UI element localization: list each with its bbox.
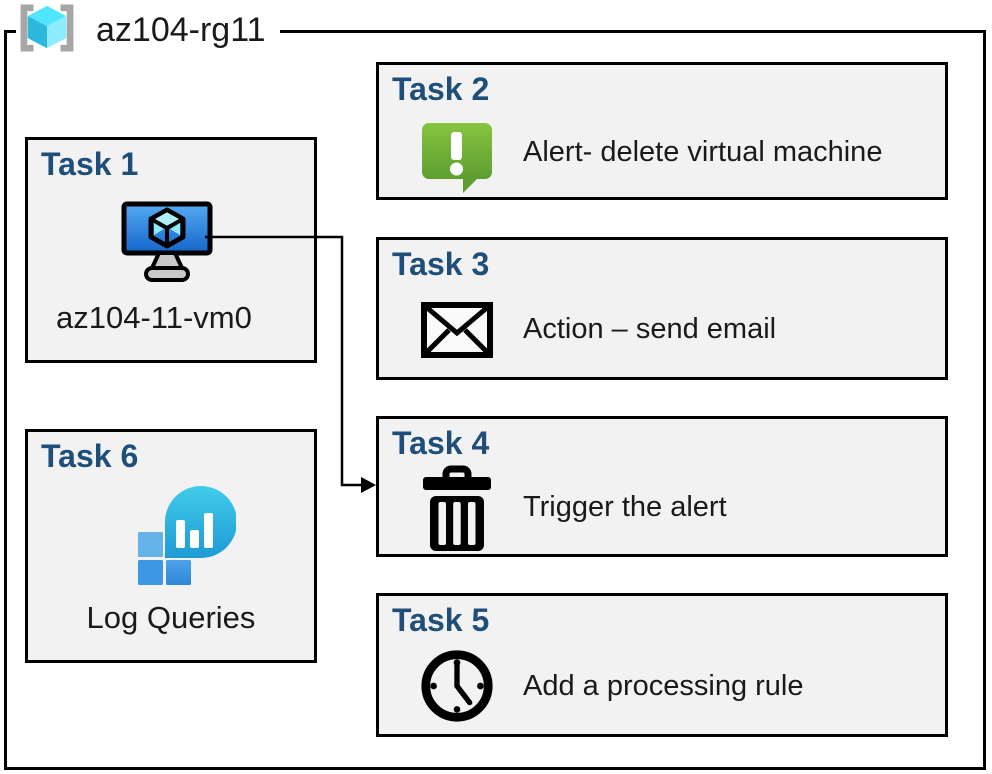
task-2-label: Task 2 bbox=[392, 71, 490, 107]
email-icon bbox=[415, 301, 499, 358]
task-6-box: Task 6 Log Queries bbox=[25, 429, 317, 663]
log-analytics-icon bbox=[136, 486, 237, 591]
task-2-box: Task 2 Alert- delete virtual machine bbox=[376, 62, 948, 200]
resource-group-header: az104-rg11 bbox=[16, 3, 280, 58]
task-6-label: Task 6 bbox=[41, 438, 139, 474]
task-4-label: Task 4 bbox=[392, 425, 490, 461]
task-4-item: Trigger the alert bbox=[523, 491, 727, 523]
task-3-box: Task 3 Action – send email bbox=[376, 237, 948, 380]
virtual-machine-icon bbox=[121, 201, 213, 290]
trash-icon bbox=[415, 465, 499, 551]
task-1-item: az104-11-vm0 bbox=[56, 300, 252, 335]
clock-icon bbox=[415, 647, 499, 725]
task-2-item: Alert- delete virtual machine bbox=[523, 135, 883, 168]
task-3-item: Action – send email bbox=[523, 313, 777, 345]
task-5-item: Add a processing rule bbox=[523, 669, 804, 702]
task-3-label: Task 3 bbox=[392, 246, 490, 282]
task-5-box: Task 5 Add a processing rule bbox=[376, 593, 948, 737]
task-4-box: Task 4 Trigger the alert bbox=[376, 416, 948, 557]
task-5-label: Task 5 bbox=[392, 602, 490, 638]
task-1-label: Task 1 bbox=[41, 146, 139, 182]
resource-group-icon bbox=[16, 3, 78, 58]
alert-icon bbox=[415, 111, 499, 193]
task-1-box: Task 1 az104-11-vm0 bbox=[25, 137, 317, 363]
task-6-item: Log Queries bbox=[86, 600, 256, 635]
resource-group-title: az104-rg11 bbox=[96, 10, 266, 49]
resource-group-boundary bbox=[4, 30, 986, 770]
